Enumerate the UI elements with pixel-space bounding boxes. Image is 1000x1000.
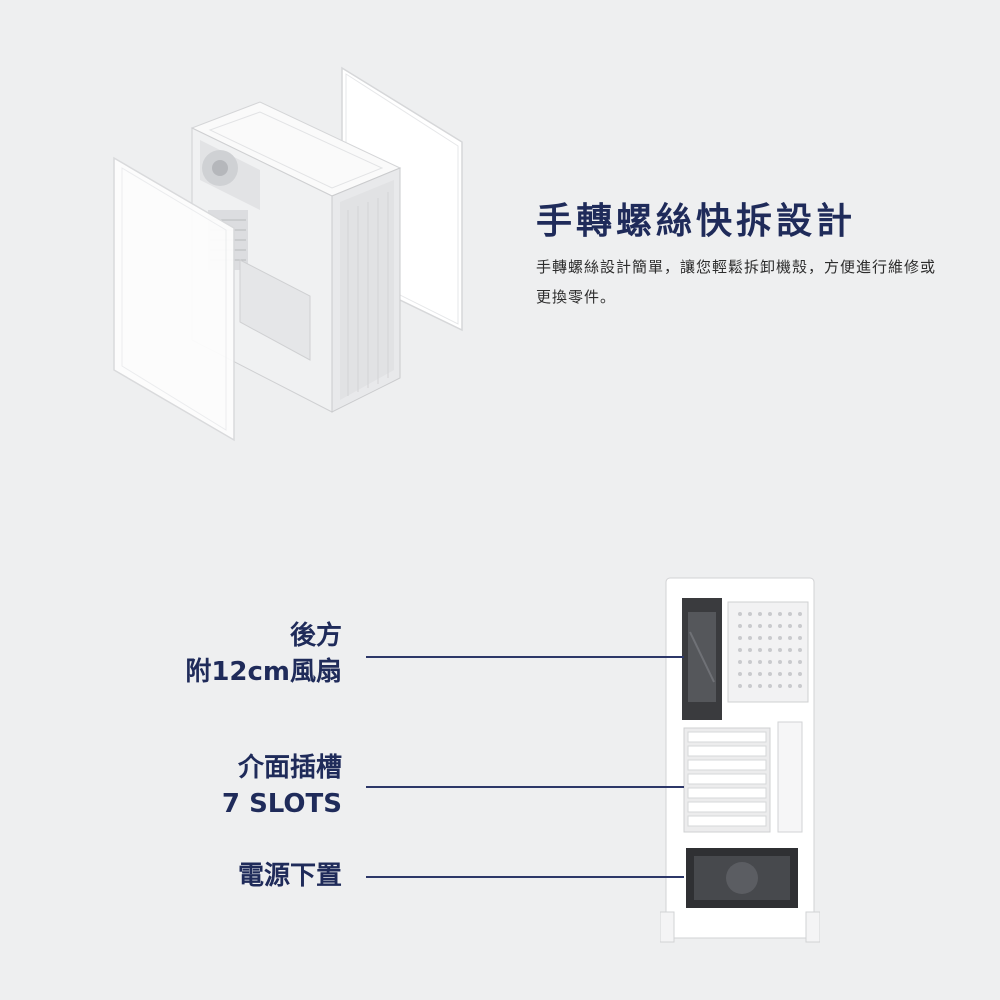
callout-expansion-slots-line1: 介面插槽 (237, 753, 342, 783)
case-rear-view (660, 577, 820, 943)
left-side-panel (113, 156, 235, 442)
leader-line-psu-bottom (366, 876, 684, 878)
callout-psu-bottom-line1: 電源下置 (237, 861, 342, 891)
leader-line-rear-fan (366, 656, 684, 658)
callout-expansion-slots: 介面插槽 7 SLOTS (222, 750, 342, 822)
callout-rear-fan-line2: 附12cm風扇 (185, 657, 342, 687)
expansion-slots (683, 727, 771, 833)
leader-line-expansion-slots (366, 786, 684, 788)
feature-description: 手轉螺絲設計簡單，讓您輕鬆拆卸機殼，方便進行維修或更換零件。 (536, 258, 937, 306)
callout-rear-fan-line1: 後方 (289, 621, 342, 651)
feature-title: 手轉螺絲快拆設計 (536, 201, 857, 242)
exploded-case-illustration (113, 66, 463, 442)
callout-expansion-slots-line2: 7 SLOTS (221, 789, 342, 819)
callout-psu-bottom: 電源下置 (238, 858, 342, 894)
callout-rear-fan: 後方 附12cm風扇 (185, 618, 342, 690)
